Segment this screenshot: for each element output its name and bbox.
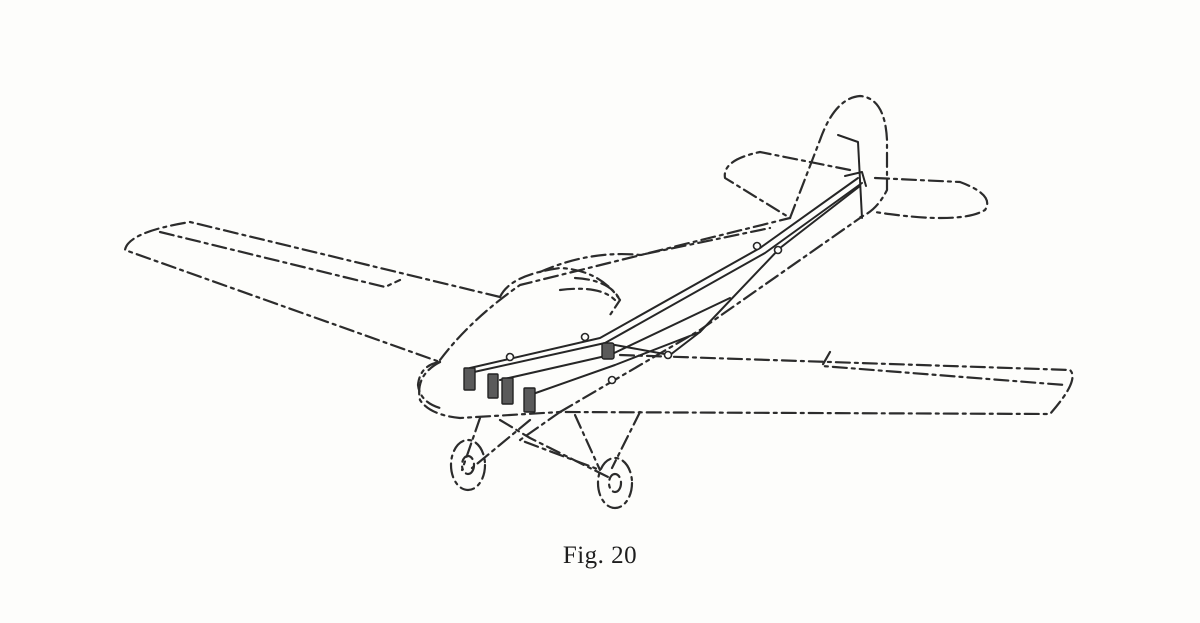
tailplane-outline <box>723 150 989 220</box>
cockpit-canopy-outline <box>498 226 772 317</box>
lever-block-3 <box>501 377 514 405</box>
lever-block-2 <box>487 373 499 399</box>
nose-outline <box>416 360 442 410</box>
tail-horn <box>844 171 867 187</box>
rod-fittings <box>505 241 783 385</box>
mid-control-cable <box>499 297 731 381</box>
rudder-hinge-line <box>837 134 863 219</box>
bellcrank-link <box>614 331 701 356</box>
bellcrank-block <box>601 342 615 360</box>
lever-block-4 <box>523 387 536 413</box>
fuselage-outline <box>418 216 862 420</box>
lower-control-cable <box>529 185 861 396</box>
upper-control-rod <box>469 177 859 369</box>
control-levers <box>463 342 615 413</box>
right-wing-outline <box>558 350 1074 416</box>
right-wheel <box>596 456 634 510</box>
lever-block-1 <box>463 367 476 391</box>
fin-rudder-outline <box>788 94 889 220</box>
figure-caption: Fig. 20 <box>562 542 638 569</box>
left-wheel <box>449 438 487 492</box>
upper-control-rod-edge <box>473 182 863 373</box>
left-aileron-line <box>158 230 402 289</box>
right-aileron-line <box>820 350 1067 387</box>
left-wing-outline <box>123 220 502 364</box>
landing-gear-struts <box>460 410 642 480</box>
